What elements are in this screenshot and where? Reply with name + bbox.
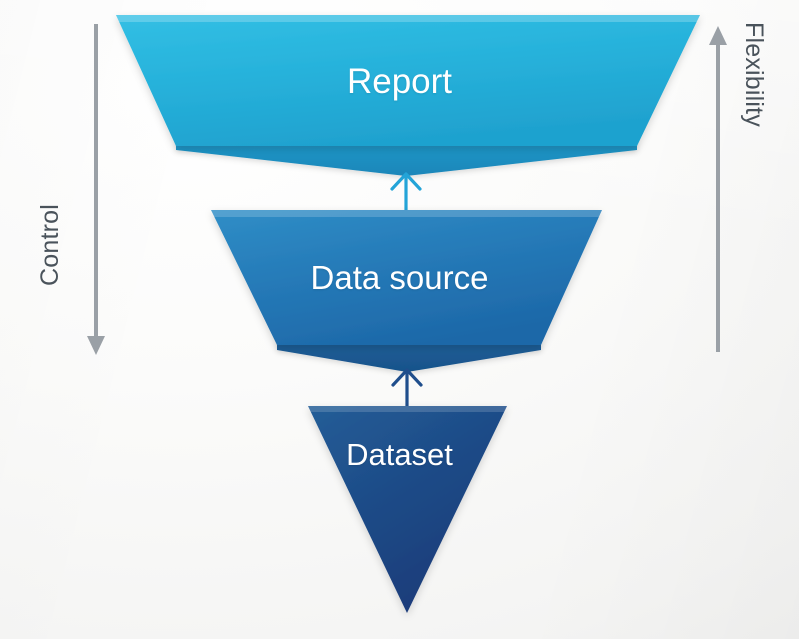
arrow-up-icon — [390, 172, 422, 191]
connector-data-source-to-report — [390, 172, 422, 214]
report-label: Report — [346, 62, 453, 101]
funnel-level-report[interactable] — [116, 15, 700, 176]
arrow-up-icon — [709, 26, 727, 45]
data-source-shadow-band — [277, 340, 541, 372]
dataset-highlight — [308, 406, 507, 412]
arrow-down-icon — [87, 336, 105, 355]
data-source-highlight — [211, 210, 602, 217]
report-highlight — [116, 15, 700, 22]
funnel-level-dataset[interactable] — [308, 406, 507, 613]
arrow-up-icon — [391, 368, 423, 387]
data-source-shape[interactable] — [211, 210, 602, 345]
report-shape[interactable] — [116, 15, 700, 146]
dataset-shape[interactable] — [308, 406, 507, 613]
funnel-level-data-source[interactable] — [211, 210, 602, 372]
data-source-label: Data source — [310, 259, 489, 296]
connector-dataset-to-data-source — [391, 368, 423, 408]
report-shadow-band — [176, 140, 637, 176]
flexibility-axis-arrow — [709, 26, 727, 352]
control-axis-arrow — [87, 24, 105, 355]
dataset-label: Dataset — [346, 437, 453, 472]
